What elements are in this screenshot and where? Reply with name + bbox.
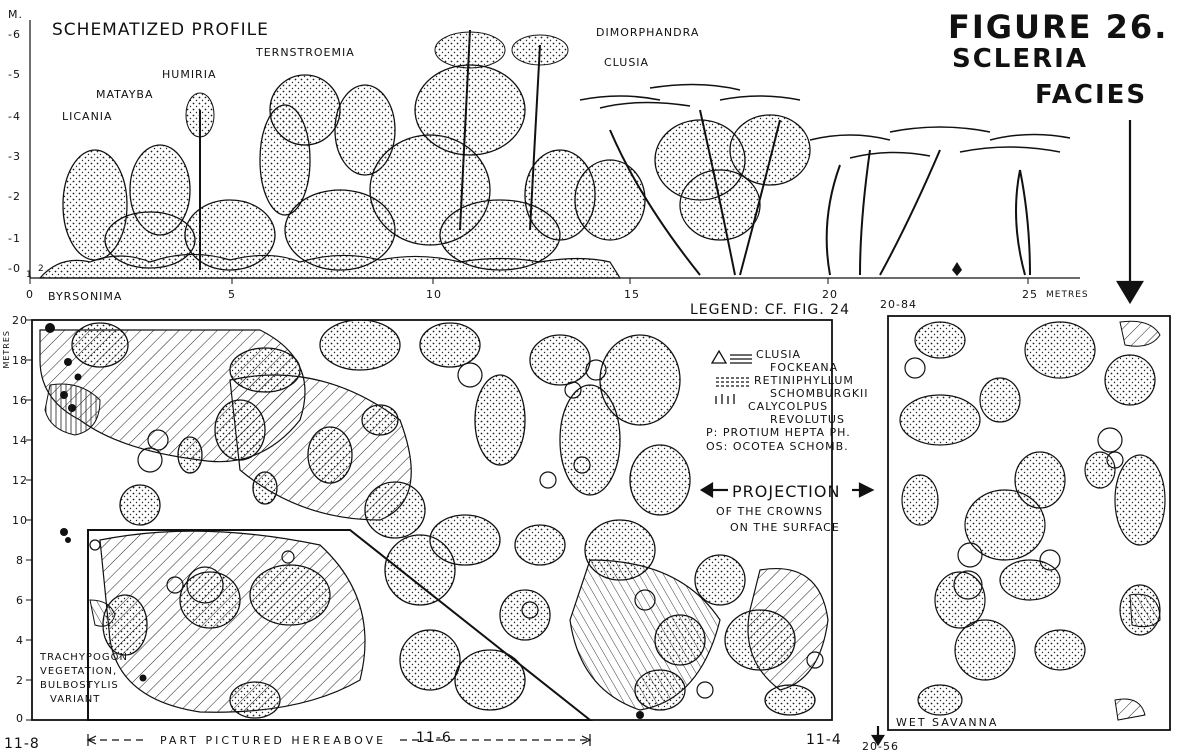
map-y-tick: 0	[16, 712, 24, 725]
legend-calycolpus-line-2: REVOLUTUS	[770, 413, 845, 426]
profile-title: SCHEMATIZED PROFILE	[52, 20, 269, 40]
height-tick: -2	[8, 190, 21, 203]
distance-tick: 15	[624, 288, 640, 301]
distance-tick: 10	[426, 288, 442, 301]
map-y-tick: 12	[12, 474, 28, 487]
species-label-ternstroemia: TERNSTROEMIA	[256, 46, 355, 59]
species-label-licania: LICANIA	[62, 110, 113, 123]
height-tick: -4	[8, 110, 21, 123]
projection-line-3: ON THE SURFACE	[730, 521, 840, 534]
wet-savanna-inset	[888, 316, 1170, 730]
inset-corner-top: 20-84	[880, 298, 917, 311]
profile-distance-tick-marks	[30, 278, 1028, 284]
species-label-humiria: HUMIRIA	[162, 68, 216, 81]
distance-unit: METRES	[1046, 290, 1089, 300]
distance-tick: 5	[228, 288, 236, 301]
map-y-tick: 2	[16, 674, 24, 687]
height-tick: -1	[8, 232, 21, 245]
profile-canopy-layers	[580, 84, 1070, 158]
projection-line-1: PROJECTION	[732, 482, 840, 501]
legend-title: LEGEND: CF. FIG. 24	[690, 302, 850, 318]
inset-corner-bottom: 20-56	[862, 740, 899, 753]
distance-tick: 25	[1022, 288, 1038, 301]
map-y-tick: 4	[16, 634, 24, 647]
height-tick: -5	[8, 68, 21, 81]
profile-small-tree-marker	[952, 262, 962, 276]
map-corner-bottom-mid: 11-6	[416, 730, 452, 746]
map-y-tick: 14	[12, 434, 28, 447]
map-y-unit: METRES	[2, 330, 11, 369]
legend-clusia-line-1: CLUSIA	[756, 348, 801, 361]
map-y-tick: 10	[12, 514, 28, 527]
crown-map	[26, 320, 832, 746]
species-label-byrsonima: BYRSONIMA	[48, 290, 122, 303]
legend-clusia-symbol	[712, 351, 726, 363]
legend-retiniphyllum-symbol	[716, 378, 750, 386]
trachypogon-line: TRACHYPOGON	[40, 652, 128, 663]
map-y-tick: 18	[12, 354, 28, 367]
map-corner-bottom-right: 11-4	[806, 732, 842, 748]
projection-line-2: OF THE CROWNS	[716, 505, 823, 518]
figure-subtitle-line-1: SCLERIA	[952, 44, 1088, 74]
height-tick: -6	[8, 28, 21, 41]
profile-marker-2: 2	[38, 264, 45, 274]
profile-unit-label: M.	[8, 8, 23, 21]
profile-drawing	[30, 20, 1080, 284]
inset-dotted-crowns	[900, 322, 1165, 715]
species-label-matayba: MATAYBA	[96, 88, 154, 101]
legend-clusia-lines	[730, 355, 752, 363]
trachypogon-line: BULBOSTYLIS	[40, 680, 119, 691]
distance-tick: 20	[822, 288, 838, 301]
wet-savanna-label: WET SAVANNA	[896, 716, 998, 729]
map-y-tick: 8	[16, 554, 24, 567]
part-pictured-label: PART PICTURED HEREABOVE	[160, 734, 386, 747]
legend-clusia-line-2: FOCKEANA	[770, 361, 838, 374]
figure-title: FIGURE 26.	[948, 8, 1168, 46]
legend-calycolpus-symbol	[716, 394, 734, 404]
height-tick: -0	[8, 262, 21, 275]
map-y-tick: 16	[12, 394, 28, 407]
trachypogon-line: VARIANT	[50, 694, 100, 705]
figure-subtitle-line-2: FACIES	[1035, 80, 1147, 110]
distance-tick: 0	[26, 288, 34, 301]
legend-symbols	[712, 351, 752, 404]
legend-calycolpus-line-1: CALYCOLPUS	[748, 400, 828, 413]
map-corner-bottom-left: 11-8	[4, 736, 40, 752]
profile-marker-1: 1	[26, 270, 33, 280]
map-y-tick: 20	[12, 314, 28, 327]
profile-shrub-masses	[63, 65, 810, 270]
species-label-clusia: CLUSIA	[604, 56, 649, 69]
legend-abbrev-protium: P: PROTIUM HEPTA PH.	[706, 426, 851, 439]
trachypogon-line: VEGETATION,	[40, 666, 117, 677]
legend-retiniphyllum-line-2: SCHOMBURGKII	[770, 387, 869, 400]
height-tick: -3	[8, 150, 21, 163]
legend-abbrev-ocotea: Os: OCOTEA SCHOMB.	[706, 440, 849, 453]
legend-retiniphyllum-line-1: RETINIPHYLLUM	[754, 374, 854, 387]
species-label-dimorphandra: DIMORPHANDRA	[596, 26, 699, 39]
map-y-tick: 6	[16, 594, 24, 607]
